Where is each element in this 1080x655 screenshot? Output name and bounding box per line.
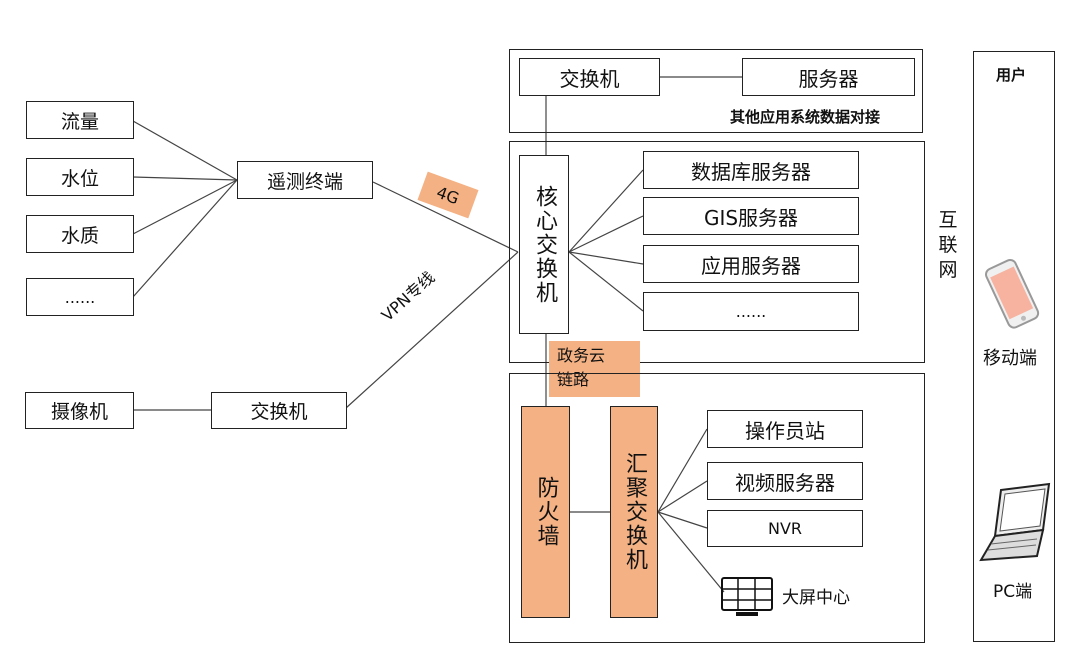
aggregation-switch: 汇聚交换机 [610, 406, 658, 618]
local-region [509, 373, 925, 643]
line-core-gis [568, 215, 644, 253]
user-panel-title: 用户 [996, 66, 1027, 84]
nvr-label: NVR [767, 519, 803, 538]
operator-station: 操作员站 [707, 410, 863, 448]
db-server: 数据库服务器 [643, 151, 859, 189]
user-panel [973, 51, 1055, 642]
sensor-quality: 水质 [26, 215, 134, 253]
line-switch-core [345, 251, 519, 409]
mobile-phone-icon [985, 258, 1040, 329]
core-switch: 核心交换机 [519, 155, 569, 334]
core-switch-label: 核心交换机 [532, 184, 557, 305]
db-server-label: 数据库服务器 [691, 159, 811, 184]
firewall-label: 防火墙 [533, 476, 559, 548]
line-core-db [568, 169, 644, 253]
core-region [509, 141, 925, 363]
pc-label: PC端 [993, 582, 1033, 602]
line-more-terminal [132, 179, 238, 298]
nvr: NVR [707, 510, 863, 547]
sensor-level: 水位 [26, 158, 134, 196]
sensor-more: ...... [26, 278, 134, 316]
line-agg-screen [657, 511, 725, 593]
display-wall-icon [721, 577, 773, 616]
video-server: 视频服务器 [707, 462, 863, 500]
line-agg-operator [657, 428, 708, 513]
more-servers-label: ...... [735, 302, 767, 321]
more-servers: ...... [643, 292, 859, 331]
screen-center-label: 大屏中心 [782, 588, 850, 608]
line-core-app [568, 251, 644, 265]
sensor-level-label: 水位 [60, 167, 99, 190]
other-server: 服务器 [742, 58, 915, 96]
laptop-icon [979, 482, 1051, 562]
top-switch: 交换机 [519, 58, 660, 96]
link-4g-label: 4G [434, 182, 462, 208]
app-server: 应用服务器 [643, 245, 859, 283]
left-switch: 交换机 [211, 392, 347, 429]
cloud-link-tag: 政务云 链路 [549, 341, 640, 397]
line-agg-video [657, 480, 708, 513]
line-terminal-core [372, 181, 519, 253]
sensor-quality-label: 水质 [60, 224, 99, 247]
aggregation-switch-label: 汇聚交换机 [622, 452, 647, 572]
line-flow-terminal [132, 120, 238, 181]
gis-server: GIS服务器 [643, 197, 859, 235]
camera: 摄像机 [25, 392, 134, 429]
sensor-flow-label: 流量 [60, 110, 99, 133]
firewall: 防火墙 [521, 406, 570, 618]
integration-caption: 其他应用系统数据对接 [730, 108, 881, 126]
telemetry-terminal-label: 遥测终端 [266, 170, 343, 193]
operator-station-label: 操作员站 [745, 418, 825, 443]
video-server-label: 视频服务器 [735, 470, 835, 495]
external-integration-region [509, 49, 923, 133]
mobile-label: 移动端 [983, 348, 1037, 369]
other-server-label: 服务器 [798, 66, 859, 91]
telemetry-terminal: 遥测终端 [237, 161, 373, 199]
sensor-more-label: ...... [64, 287, 96, 307]
internet-label: 互联网 [938, 209, 958, 281]
line-agg-nvr [657, 511, 708, 529]
gis-server-label: GIS服务器 [703, 205, 799, 230]
camera-label: 摄像机 [50, 401, 108, 423]
line-level-terminal [132, 176, 238, 181]
line-quality-terminal [132, 179, 238, 235]
left-switch-label: 交换机 [250, 401, 308, 423]
line-core-more [568, 251, 644, 312]
app-server-label: 应用服务器 [701, 253, 801, 278]
sensor-flow: 流量 [26, 101, 134, 139]
top-switch-label: 交换机 [559, 66, 620, 91]
